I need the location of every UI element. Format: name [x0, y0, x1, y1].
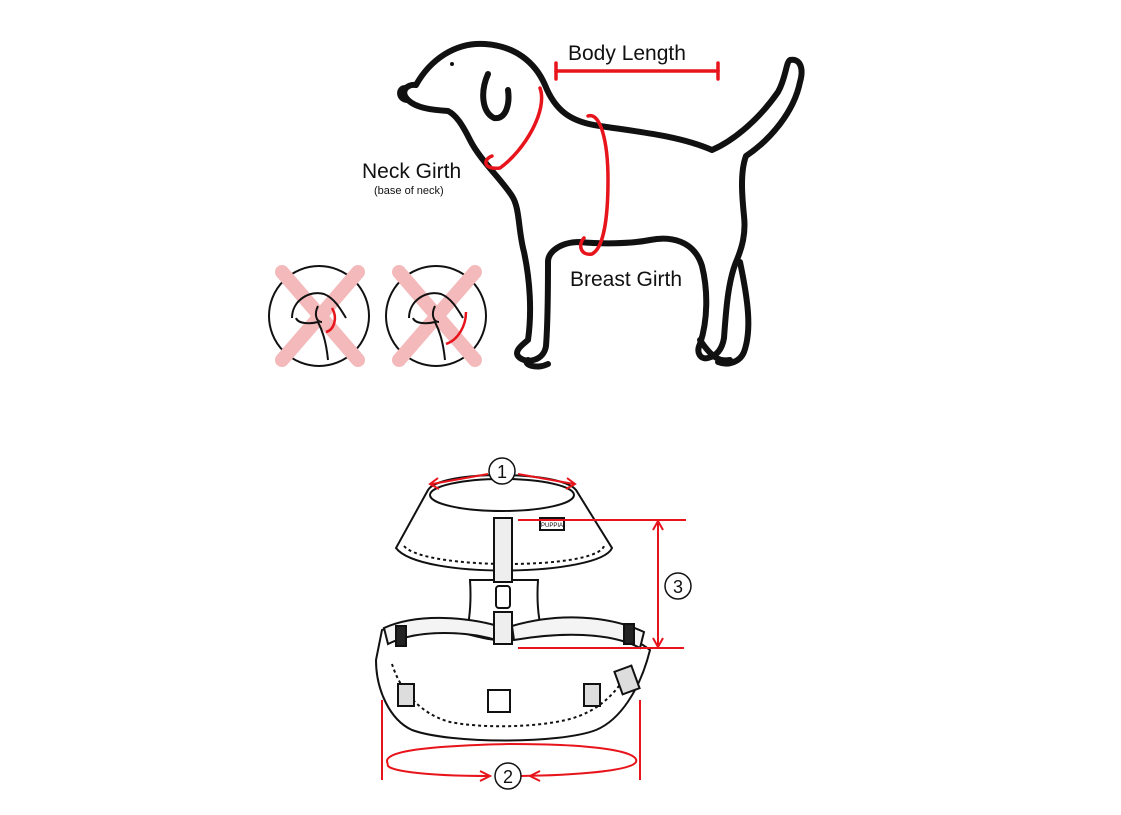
- measure-marker-2-label: 2: [503, 767, 513, 787]
- neck-girth-note: (base of neck): [374, 185, 444, 197]
- measure-marker-3-label: 3: [673, 577, 683, 597]
- wrong-neck-placement-icon: [385, 265, 487, 367]
- dog-measure-lines: [484, 61, 720, 256]
- body-length-label: Body Length: [568, 42, 686, 65]
- measure-marker-3: 3: [664, 572, 692, 600]
- measure-marker-1-label: 1: [497, 462, 507, 482]
- harness-measure-lines: [381, 473, 686, 782]
- breast-girth-line: [578, 113, 610, 256]
- measure-marker-1: 1: [488, 457, 516, 485]
- measure-marker-2: 2: [494, 762, 522, 790]
- harness-brand-tag: PUPPIA: [541, 523, 563, 529]
- harness-outline-icon: [374, 474, 652, 742]
- breast-girth-label: Breast Girth: [570, 268, 682, 291]
- neck-girth-line: [484, 86, 544, 170]
- neck-girth-label: Neck Girth: [362, 160, 461, 183]
- dog-silhouette-icon: [397, 40, 805, 370]
- wrong-neck-placement-icon: [268, 265, 370, 367]
